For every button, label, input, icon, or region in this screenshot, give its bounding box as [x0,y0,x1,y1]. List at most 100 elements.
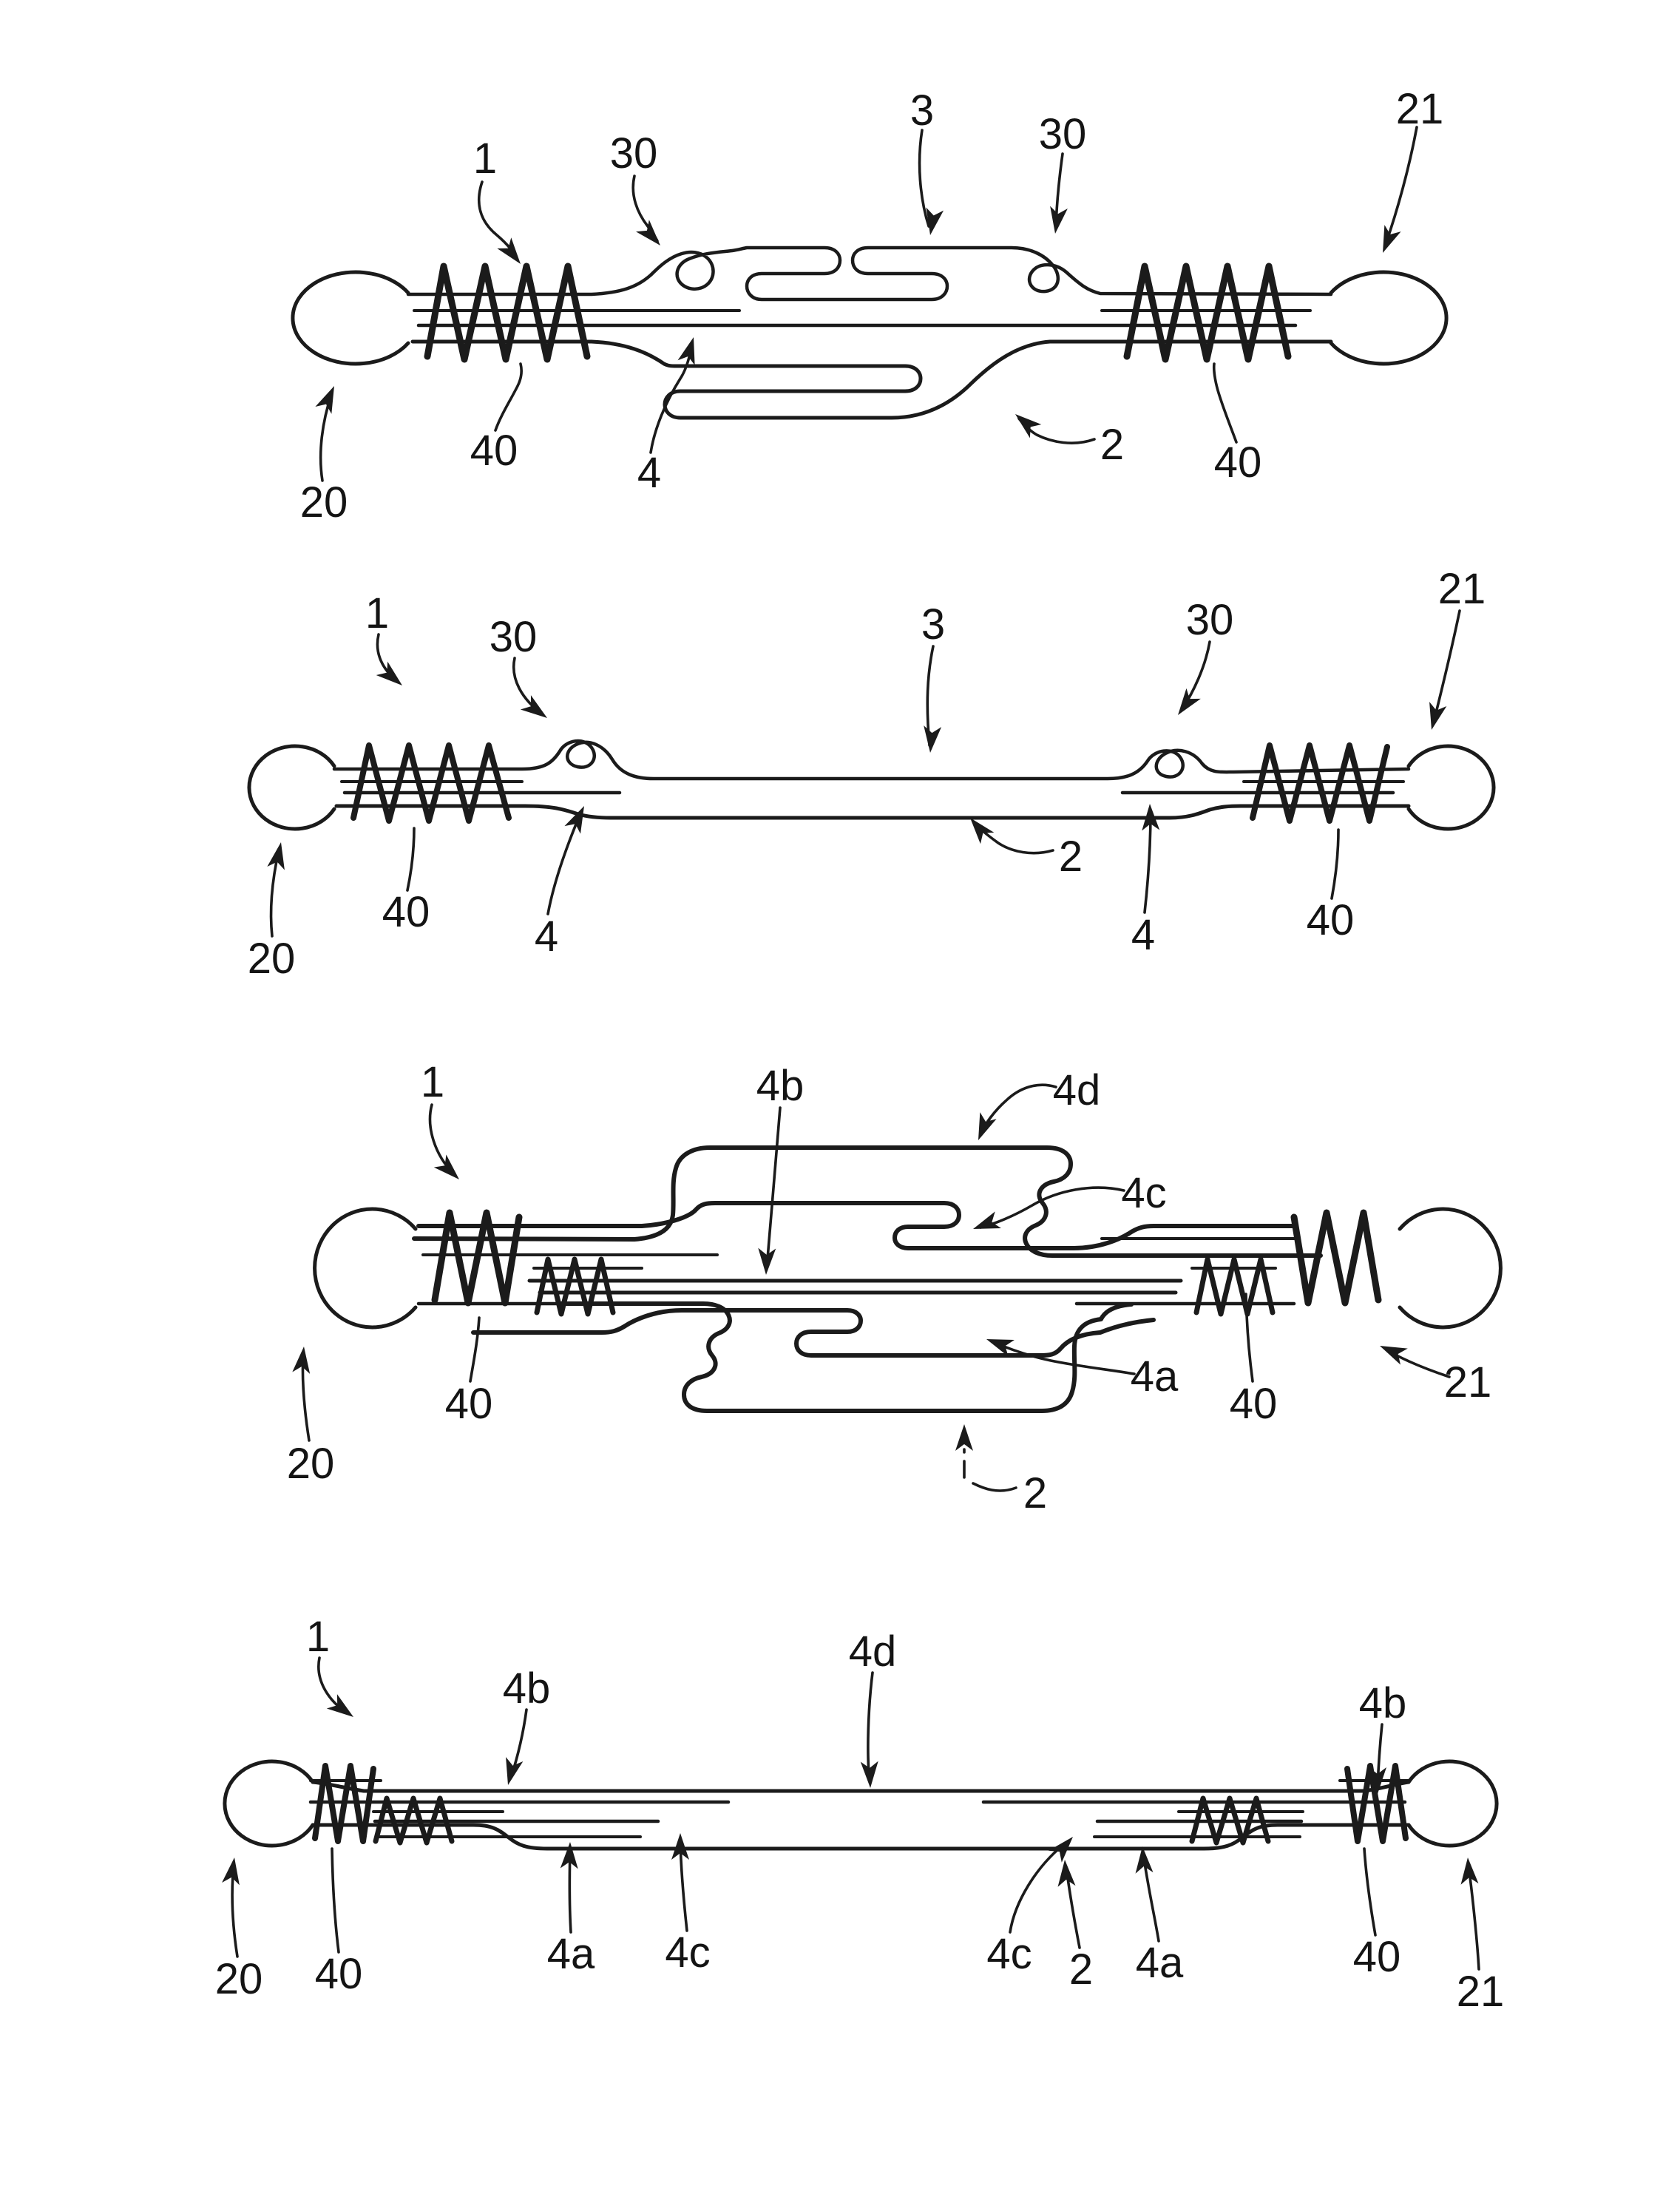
leader-line [867,1671,874,1783]
reference-numeral: 2 [1100,421,1124,469]
leader-arrowhead [970,818,995,844]
device-wire [1189,1795,1271,1846]
reference-numeral: 40 [1353,1933,1401,1981]
device-wire [1290,1209,1382,1307]
reference-numeral: 21 [1444,1358,1492,1406]
reference-numeral: 4d [1053,1066,1101,1114]
leader-arrowhead [1048,1837,1073,1863]
device-wire [311,1823,1411,1851]
reference-numeral: 4b [1359,1679,1407,1727]
leader-line [494,362,523,432]
reference-numeral: 40 [382,888,430,936]
leader-arrowhead [677,337,695,365]
leader-line [1432,609,1461,723]
reference-numeral: 20 [300,478,348,526]
leader-arrowhead [1178,688,1201,715]
leader-arrowhead [1015,414,1042,438]
device-wire [1193,1256,1276,1317]
leader-arrowhead [326,1694,353,1717]
leader-arrowhead [1380,1346,1408,1365]
reference-numeral: 4c [1121,1169,1166,1217]
leader-arrowhead [978,1112,997,1140]
reference-numeral: 40 [1214,438,1262,487]
leader-arrowhead [292,1347,311,1375]
leader-arrowhead [506,1757,524,1785]
device-wire [406,245,1333,302]
leader-arrowhead [222,1858,240,1886]
device-wire [1406,744,1496,831]
reference-numeral: 4a [1131,1352,1179,1401]
device-wire [311,1780,1411,1793]
leader-line [1384,126,1418,245]
leader-arrowhead [635,220,660,245]
leader-line [1330,828,1340,900]
leader-arrowhead [1429,702,1447,730]
reference-numeral: 21 [1396,85,1444,133]
leader-line [1009,1840,1069,1934]
reference-numeral: 40 [315,1950,363,1998]
reference-numeral: 30 [610,129,658,177]
leader-arrowhead [986,1339,1015,1357]
reference-numeral: 4 [637,449,661,497]
device-wire [1406,1759,1499,1848]
device-wire [412,1145,1323,1258]
leader-arrowhead [955,1424,973,1451]
device-wire [332,739,1411,781]
reference-numeral: 1 [473,135,497,183]
reference-numeral: 40 [1230,1380,1278,1428]
leader-line [979,1186,1125,1229]
leader-arrowhead [315,386,334,414]
leader-line [972,1482,1017,1492]
device-wire [223,1759,315,1848]
leader-line [546,812,582,915]
reference-numeral: 1 [365,589,389,637]
reference-numeral: 1 [306,1613,330,1661]
device-wire [471,1308,1156,1358]
reference-numeral: 4 [535,912,558,961]
device-wire [291,270,410,366]
reference-numeral: 4b [503,1665,551,1713]
leader-line [992,1341,1136,1375]
leader-arrowhead [926,207,944,235]
leader-line [972,820,1054,855]
leader-arrowhead [1050,206,1068,234]
device-wire [1329,270,1449,366]
leader-arrowhead [1142,804,1160,831]
reference-numeral: 3 [910,87,934,135]
reference-numeral: 21 [1457,1968,1505,2016]
leader-line [979,1083,1057,1136]
device-wire [313,1207,418,1330]
reference-numeral: 2 [1069,1945,1093,1994]
device-wire [534,1256,616,1317]
reference-numeral: 4a [1136,1939,1184,1987]
leader-arrowhead [973,1211,1001,1229]
reference-numeral: 20 [248,935,296,983]
reference-numeral: 40 [445,1380,493,1428]
reference-numeral: 4b [756,1062,805,1110]
leader-arrowhead [1057,1860,1076,1887]
reference-numeral: 40 [1307,896,1355,944]
reference-numeral: 4a [547,1930,595,1978]
leader-arrowhead [1369,1767,1386,1794]
leader-arrowhead [433,1154,459,1179]
reference-numeral: 20 [215,1955,263,2003]
device-wire [334,804,1411,820]
leader-line [1244,1293,1254,1383]
device-wire [247,744,336,831]
reference-numeral: 20 [287,1440,335,1488]
reference-numeral: 4 [1131,911,1155,959]
leader-arrowhead [1135,1846,1154,1874]
leader-arrowhead [1383,225,1401,253]
reference-numeral: 30 [1186,596,1234,644]
reference-numeral: 40 [470,427,518,475]
leader-arrowhead [671,1833,689,1860]
reference-numeral: 21 [1438,565,1486,613]
leader-line [1363,1847,1377,1937]
reference-numeral: 30 [490,613,538,661]
leader-line [469,1316,481,1383]
